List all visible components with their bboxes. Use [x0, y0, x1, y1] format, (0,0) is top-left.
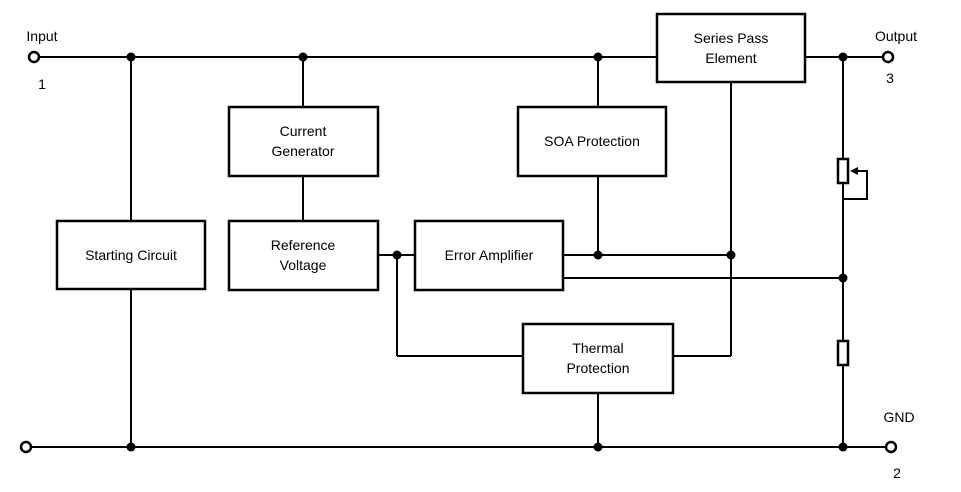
- error-amplifier-box: [413, 219, 565, 292]
- ground-left-terminal: [19, 440, 33, 454]
- junction-dot: [392, 250, 402, 260]
- junction-dot: [838, 442, 848, 452]
- input-terminal-icon: [27, 50, 41, 64]
- junction-dot: [838, 273, 848, 283]
- output-pin-number: 3: [886, 70, 894, 86]
- block-series-pass-element: Series Pass Element: [655, 12, 807, 84]
- output-terminal-label: Output: [875, 28, 917, 44]
- output-terminal-icon: [881, 50, 895, 64]
- resistor-body: [836, 339, 850, 367]
- block-current-generator: Current Generator: [227, 105, 380, 178]
- block-error-amplifier: Error Amplifier: [413, 219, 565, 292]
- error-amplifier-label: Error Amplifier: [445, 247, 534, 263]
- series-pass-element-label-line1: Series Pass: [694, 30, 769, 46]
- potentiometer-body: [836, 157, 850, 185]
- reference-voltage-box: [227, 219, 380, 292]
- thermal-protection-box: [521, 322, 675, 395]
- series-pass-element-label-line2: Element: [705, 50, 756, 66]
- junction-dot: [126, 442, 136, 452]
- block-starting-circuit: Starting Circuit: [55, 219, 207, 291]
- current-generator-box: [227, 105, 380, 178]
- current-generator-label-line2: Generator: [271, 143, 334, 159]
- output-terminal: Output 3: [875, 28, 917, 86]
- junction-dot: [593, 52, 603, 62]
- block-thermal-protection: Thermal Protection: [521, 322, 675, 395]
- starting-circuit-box: [55, 219, 207, 291]
- soa-protection-label: SOA Protection: [544, 133, 640, 149]
- block-reference-voltage: Reference Voltage: [227, 219, 380, 292]
- starting-circuit-label: Starting Circuit: [85, 247, 177, 263]
- junction-dot: [593, 442, 603, 452]
- junction-dot: [838, 52, 848, 62]
- ground-terminal-label: GND: [883, 409, 914, 425]
- junction-dot: [298, 52, 308, 62]
- wires: [32, 56, 886, 448]
- soa-protection-box: [516, 105, 668, 178]
- series-pass-element-box: [655, 12, 807, 84]
- ground-left-terminal-icon: [19, 440, 33, 454]
- current-generator-label-line1: Current: [280, 123, 327, 139]
- ground-terminal: GND 2: [883, 409, 914, 481]
- reference-voltage-label-line1: Reference: [271, 237, 336, 253]
- potentiometer-symbol: [836, 157, 868, 200]
- junction-dot: [726, 250, 736, 260]
- thermal-protection-label-line1: Thermal: [572, 340, 623, 356]
- reference-voltage-label-line2: Voltage: [280, 257, 327, 273]
- input-terminal: Input 1: [26, 28, 57, 92]
- junction-dot: [593, 250, 603, 260]
- ground-terminal-icon: [884, 440, 898, 454]
- potentiometer-wiper-loop: [843, 170, 868, 200]
- potentiometer-wiper-arrow-icon: [850, 167, 858, 175]
- junction-dot: [126, 52, 136, 62]
- ground-pin-number: 2: [893, 465, 901, 481]
- block-soa-protection: SOA Protection: [516, 105, 668, 178]
- input-pin-number: 1: [38, 76, 46, 92]
- input-terminal-label: Input: [26, 28, 57, 44]
- thermal-protection-label-line2: Protection: [566, 360, 629, 376]
- resistor-symbol: [836, 339, 850, 367]
- junction-dots: [126, 52, 848, 452]
